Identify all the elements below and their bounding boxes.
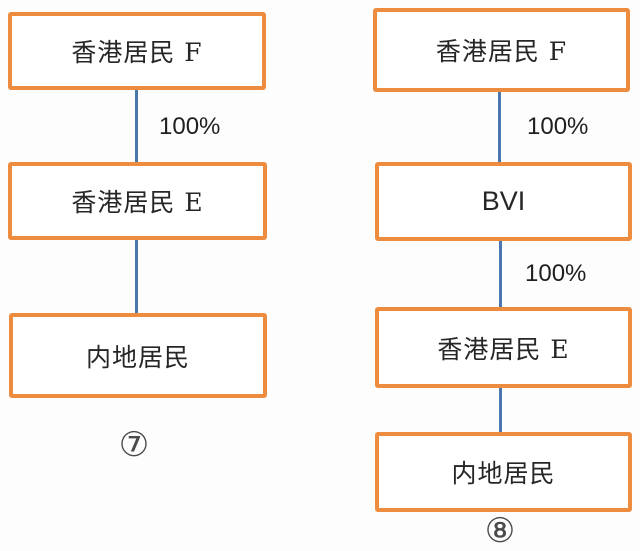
ownership-percent-label: 100%	[527, 113, 589, 140]
connector-line	[135, 240, 138, 313]
node-label: 香港居民 F	[435, 37, 568, 66]
node-hk-resident-e: 香港居民 E	[375, 307, 632, 388]
ownership-percent-label: 100%	[159, 113, 221, 140]
connector-line	[499, 241, 502, 307]
node-bvi: BVI	[375, 162, 632, 241]
diagram-8-number-badge: ⑧	[484, 511, 516, 551]
node-label: 香港居民 E	[71, 188, 204, 217]
diagram-7-number-badge: ⑦	[118, 425, 150, 465]
node-label: BVI	[481, 186, 526, 216]
node-mainland-resident: 内地居民	[375, 432, 632, 512]
node-hk-resident-e: 香港居民 E	[8, 162, 267, 240]
node-hk-resident-f: 香港居民 F	[373, 8, 630, 92]
ownership-percent-label: 100%	[525, 260, 587, 287]
node-hk-resident-f: 香港居民 F	[8, 12, 266, 90]
node-label: 香港居民 E	[437, 334, 570, 364]
node-label: 内地居民	[85, 342, 190, 372]
connector-line	[499, 388, 502, 432]
node-mainland-resident: 内地居民	[9, 313, 267, 398]
connector-line	[135, 90, 138, 162]
node-label: 内地居民	[451, 459, 556, 488]
node-label: 香港居民 F	[71, 38, 203, 67]
connector-line	[498, 92, 501, 162]
